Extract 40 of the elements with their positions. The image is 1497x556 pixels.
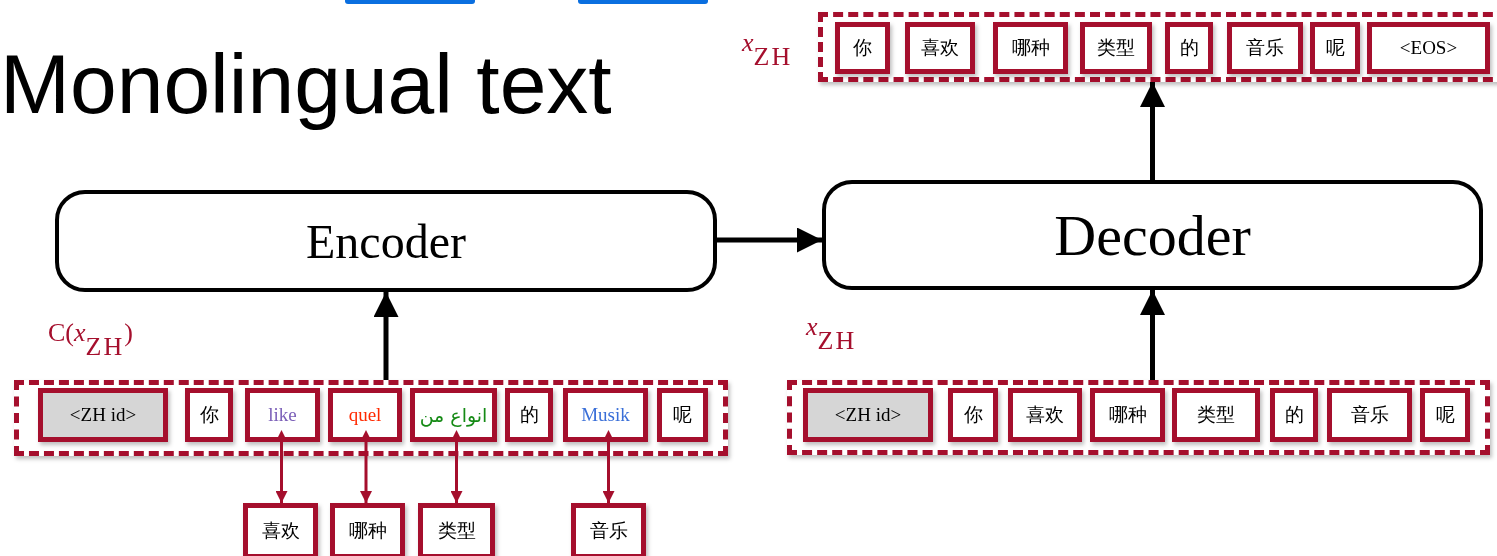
token-box: 哪种 <box>330 503 405 556</box>
token-box: 的 <box>1270 388 1318 442</box>
arrow <box>1140 290 1165 380</box>
token-group-box <box>787 380 1490 455</box>
arrow <box>373 292 399 380</box>
token-box: 你 <box>185 388 233 442</box>
token-box: 呢 <box>657 388 708 442</box>
token-box: 你 <box>948 388 998 442</box>
token-box: <ZH id> <box>38 388 168 442</box>
token-box: 喜欢 <box>1008 388 1082 442</box>
token-box: 喜欢 <box>905 22 975 74</box>
token-box: 类型 <box>1080 22 1152 74</box>
arrow <box>1140 82 1165 180</box>
token-box: انواع من <box>410 388 497 442</box>
token-box: <ZH id> <box>803 388 933 442</box>
token-group-box <box>14 380 728 456</box>
token-box: 哪种 <box>1090 388 1165 442</box>
token-box: 音乐 <box>1227 22 1303 74</box>
token-box: like <box>245 388 320 442</box>
token-box: 类型 <box>418 503 495 556</box>
token-box: 的 <box>505 388 553 442</box>
arrow <box>360 430 372 503</box>
model-box: Encoder <box>55 190 717 292</box>
token-box: <EOS> <box>1367 22 1490 74</box>
token-box: 呢 <box>1310 22 1360 74</box>
token-box: 音乐 <box>1327 388 1412 442</box>
token-box: Musik <box>563 388 648 442</box>
token-box: 类型 <box>1172 388 1260 442</box>
arrow <box>602 430 615 503</box>
token-box: 音乐 <box>571 503 646 556</box>
token-box: 你 <box>835 22 890 74</box>
model-box: Decoder <box>822 180 1483 290</box>
token-box: 呢 <box>1420 388 1470 442</box>
token-box: 的 <box>1165 22 1213 74</box>
arrow <box>275 430 288 503</box>
arrow <box>450 430 463 503</box>
token-box: quel <box>328 388 402 442</box>
token-box: 哪种 <box>993 22 1068 74</box>
arrow <box>717 227 822 253</box>
token-box: 喜欢 <box>243 503 318 556</box>
